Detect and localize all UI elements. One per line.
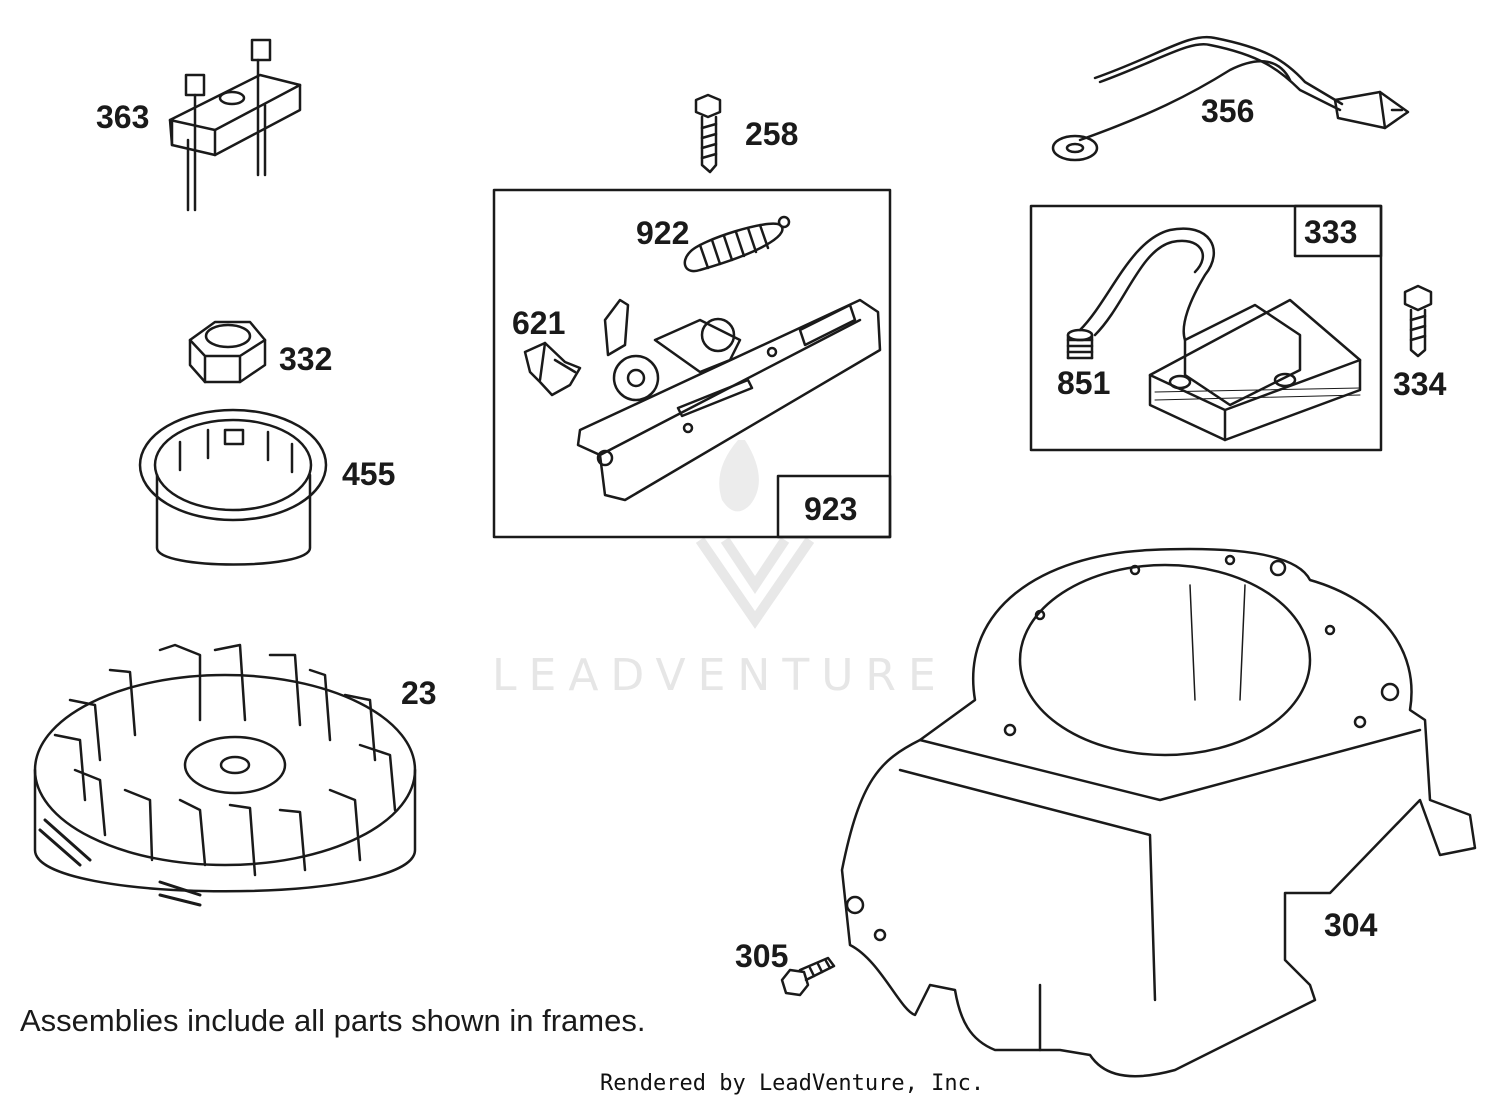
watermark-text: LEADVENTURE — [492, 650, 948, 701]
frame-333 — [1029, 204, 1383, 452]
label-356: 356 — [1201, 93, 1255, 129]
part-621-clip — [523, 341, 582, 397]
part-455-cup — [138, 408, 328, 566]
label-922: 922 — [636, 215, 690, 251]
label-363: 363 — [96, 99, 150, 135]
assembly-note: Assemblies include all parts shown in fr… — [20, 1003, 646, 1038]
part-304-blower-housing — [840, 547, 1477, 1078]
part-333-armature — [1078, 227, 1362, 442]
render-credit: Rendered by LeadVenture, Inc. — [600, 1071, 985, 1096]
part-305-screw — [780, 956, 836, 997]
part-851-spring — [1066, 328, 1094, 360]
part-258-screw — [694, 93, 722, 174]
part-334-screw — [1403, 284, 1433, 358]
part-control-plate — [576, 298, 882, 502]
part-363-bracket — [168, 38, 302, 212]
label-258: 258 — [745, 116, 799, 152]
label-23: 23 — [401, 675, 437, 711]
label-455: 455 — [342, 456, 396, 492]
part-332-nut — [188, 320, 267, 384]
frame-923 — [492, 188, 892, 539]
watermark-logo — [695, 440, 815, 629]
label-851: 851 — [1057, 365, 1111, 401]
label-305: 305 — [735, 938, 789, 974]
label-332: 332 — [279, 341, 333, 377]
label-333: 333 — [1304, 214, 1358, 250]
label-304: 304 — [1324, 907, 1378, 943]
part-922-spring — [683, 215, 791, 273]
label-334: 334 — [1393, 366, 1447, 402]
part-23-flywheel — [33, 643, 417, 907]
label-923: 923 — [804, 491, 858, 527]
label-621: 621 — [512, 305, 566, 341]
part-356-wire — [1051, 35, 1410, 162]
